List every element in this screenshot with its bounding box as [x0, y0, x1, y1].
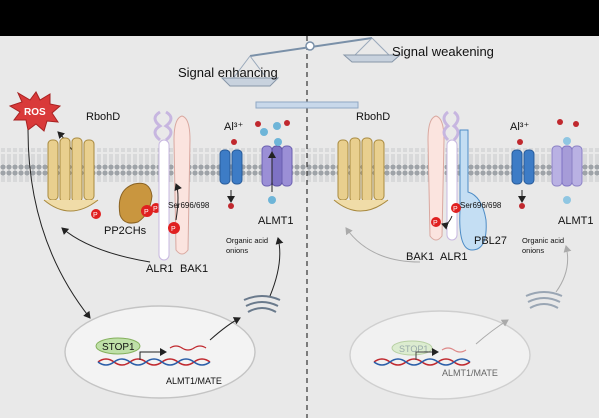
stop1-label-left: STOP1: [102, 342, 135, 353]
anion-ion-inside-left: [268, 196, 276, 204]
rbohd-label-left: RbohD: [86, 111, 120, 123]
p-label: P: [171, 226, 176, 233]
alr1-phospho-arrow-right: [441, 215, 453, 230]
golgi-to-almt1-arrow-left: [269, 237, 284, 297]
al-ion-inside-right: [519, 203, 525, 209]
ros-burst-icon: [8, 91, 62, 132]
alr1-receptor-left: [153, 110, 173, 261]
al-channel-right: [511, 149, 535, 185]
al-ion-right: [517, 139, 523, 145]
almt1-label-right: ALMT1: [558, 215, 593, 227]
p-label: P: [453, 206, 458, 213]
ros-label: ROS: [24, 107, 46, 118]
pbl27-protein: [459, 129, 487, 251]
signal-enhancing-label: Signal enhancing: [178, 65, 278, 80]
al-ion-bound-right: [573, 121, 579, 127]
al-ion-inside-left: [228, 203, 234, 209]
golgi-to-almt1-arrow-right: [555, 245, 572, 293]
alr1-phospho-arrow-left: [174, 183, 182, 221]
phospho-rbohd-left: [91, 209, 101, 219]
export-arrow-right: [475, 319, 509, 345]
bak1-receptor-right: [427, 115, 445, 241]
onions-label-left: onions: [226, 246, 248, 255]
pbl27-label: PBL27: [474, 235, 507, 247]
almt1-label-left: ALMT1: [258, 215, 293, 227]
bak1-receptor-left: [173, 115, 191, 255]
pp2chs-protein: [118, 182, 153, 224]
transcription-arrow-left: [139, 348, 167, 360]
onions-label-right: onions: [522, 246, 544, 255]
phospho-pp2chs: [141, 205, 153, 217]
al-ion-bound: [255, 121, 261, 127]
ser-label-left: Ser696/698: [168, 201, 210, 210]
al-ion-bound: [284, 120, 290, 126]
mrna-left: [169, 345, 207, 351]
dna-helix-left: [97, 358, 211, 366]
bak1-to-rbohd-arrow: [345, 227, 421, 263]
almt1-channel-right: [551, 145, 583, 187]
balance-scale: [220, 37, 402, 109]
anion-ion-2: [273, 122, 281, 130]
alr1-to-rbohd-arrow: [61, 227, 151, 263]
plasma-membrane: [0, 148, 599, 182]
ros-to-stop1-arrow: [27, 129, 91, 319]
p-label: P: [433, 220, 438, 227]
anion-ion-inside-right: [563, 196, 571, 204]
organic-acid-label-left: Organic acid: [226, 236, 268, 245]
al-ion-bound-right: [557, 119, 563, 125]
alr1-label-right: ALR1: [440, 251, 468, 263]
stop1-label-right: STOP1: [399, 344, 428, 354]
nucleus-right: [349, 310, 531, 400]
al-label-left: Al³⁺: [224, 121, 243, 133]
phospho-bak1-left: [168, 222, 180, 234]
phospho-bak1-right: [431, 217, 441, 227]
ser-label-right: Ser696/698: [460, 201, 502, 210]
p-label: P: [93, 212, 98, 219]
export-arrow-left: [209, 317, 241, 341]
alr1-label-left: ALR1: [146, 263, 174, 275]
bak1-label-right: BAK1: [406, 251, 434, 263]
pp2chs-label: PP2CHs: [104, 225, 147, 237]
stop1-protein-left: [95, 337, 141, 355]
rbohd-protein-right: [333, 137, 389, 212]
mrna-right: [441, 347, 467, 353]
transcription-arrow-right: [415, 348, 439, 360]
dna-helix-right: [373, 358, 471, 366]
rbohd-label-right: RbohD: [356, 111, 390, 123]
p-label: P: [153, 206, 158, 213]
golgi-icon-right: [525, 291, 563, 309]
golgi-icon-left: [243, 295, 281, 313]
phospho-alr1-right: [451, 203, 461, 213]
anion-ion-right: [563, 137, 571, 145]
top-black-bar: [0, 0, 599, 36]
al-channel-left: [219, 149, 243, 185]
rbohd-protein-left: [43, 137, 99, 212]
p-label: P: [144, 209, 149, 216]
gene-label-left: ALMT1/MATE: [166, 376, 222, 386]
al-label-right: Al³⁺: [510, 121, 529, 133]
organic-acid-label-right: Organic acid: [522, 236, 564, 245]
anion-ion-1: [260, 128, 268, 136]
signal-weakening-label: Signal weakening: [392, 44, 494, 59]
almt1-channel-left: [261, 145, 293, 187]
al-ion-left: [231, 139, 237, 145]
bak1-label-left: BAK1: [180, 263, 208, 275]
alr1-receptor-right: [442, 110, 460, 241]
anion-ion-3: [274, 138, 282, 146]
gene-label-right: ALMT1/MATE: [442, 368, 498, 378]
